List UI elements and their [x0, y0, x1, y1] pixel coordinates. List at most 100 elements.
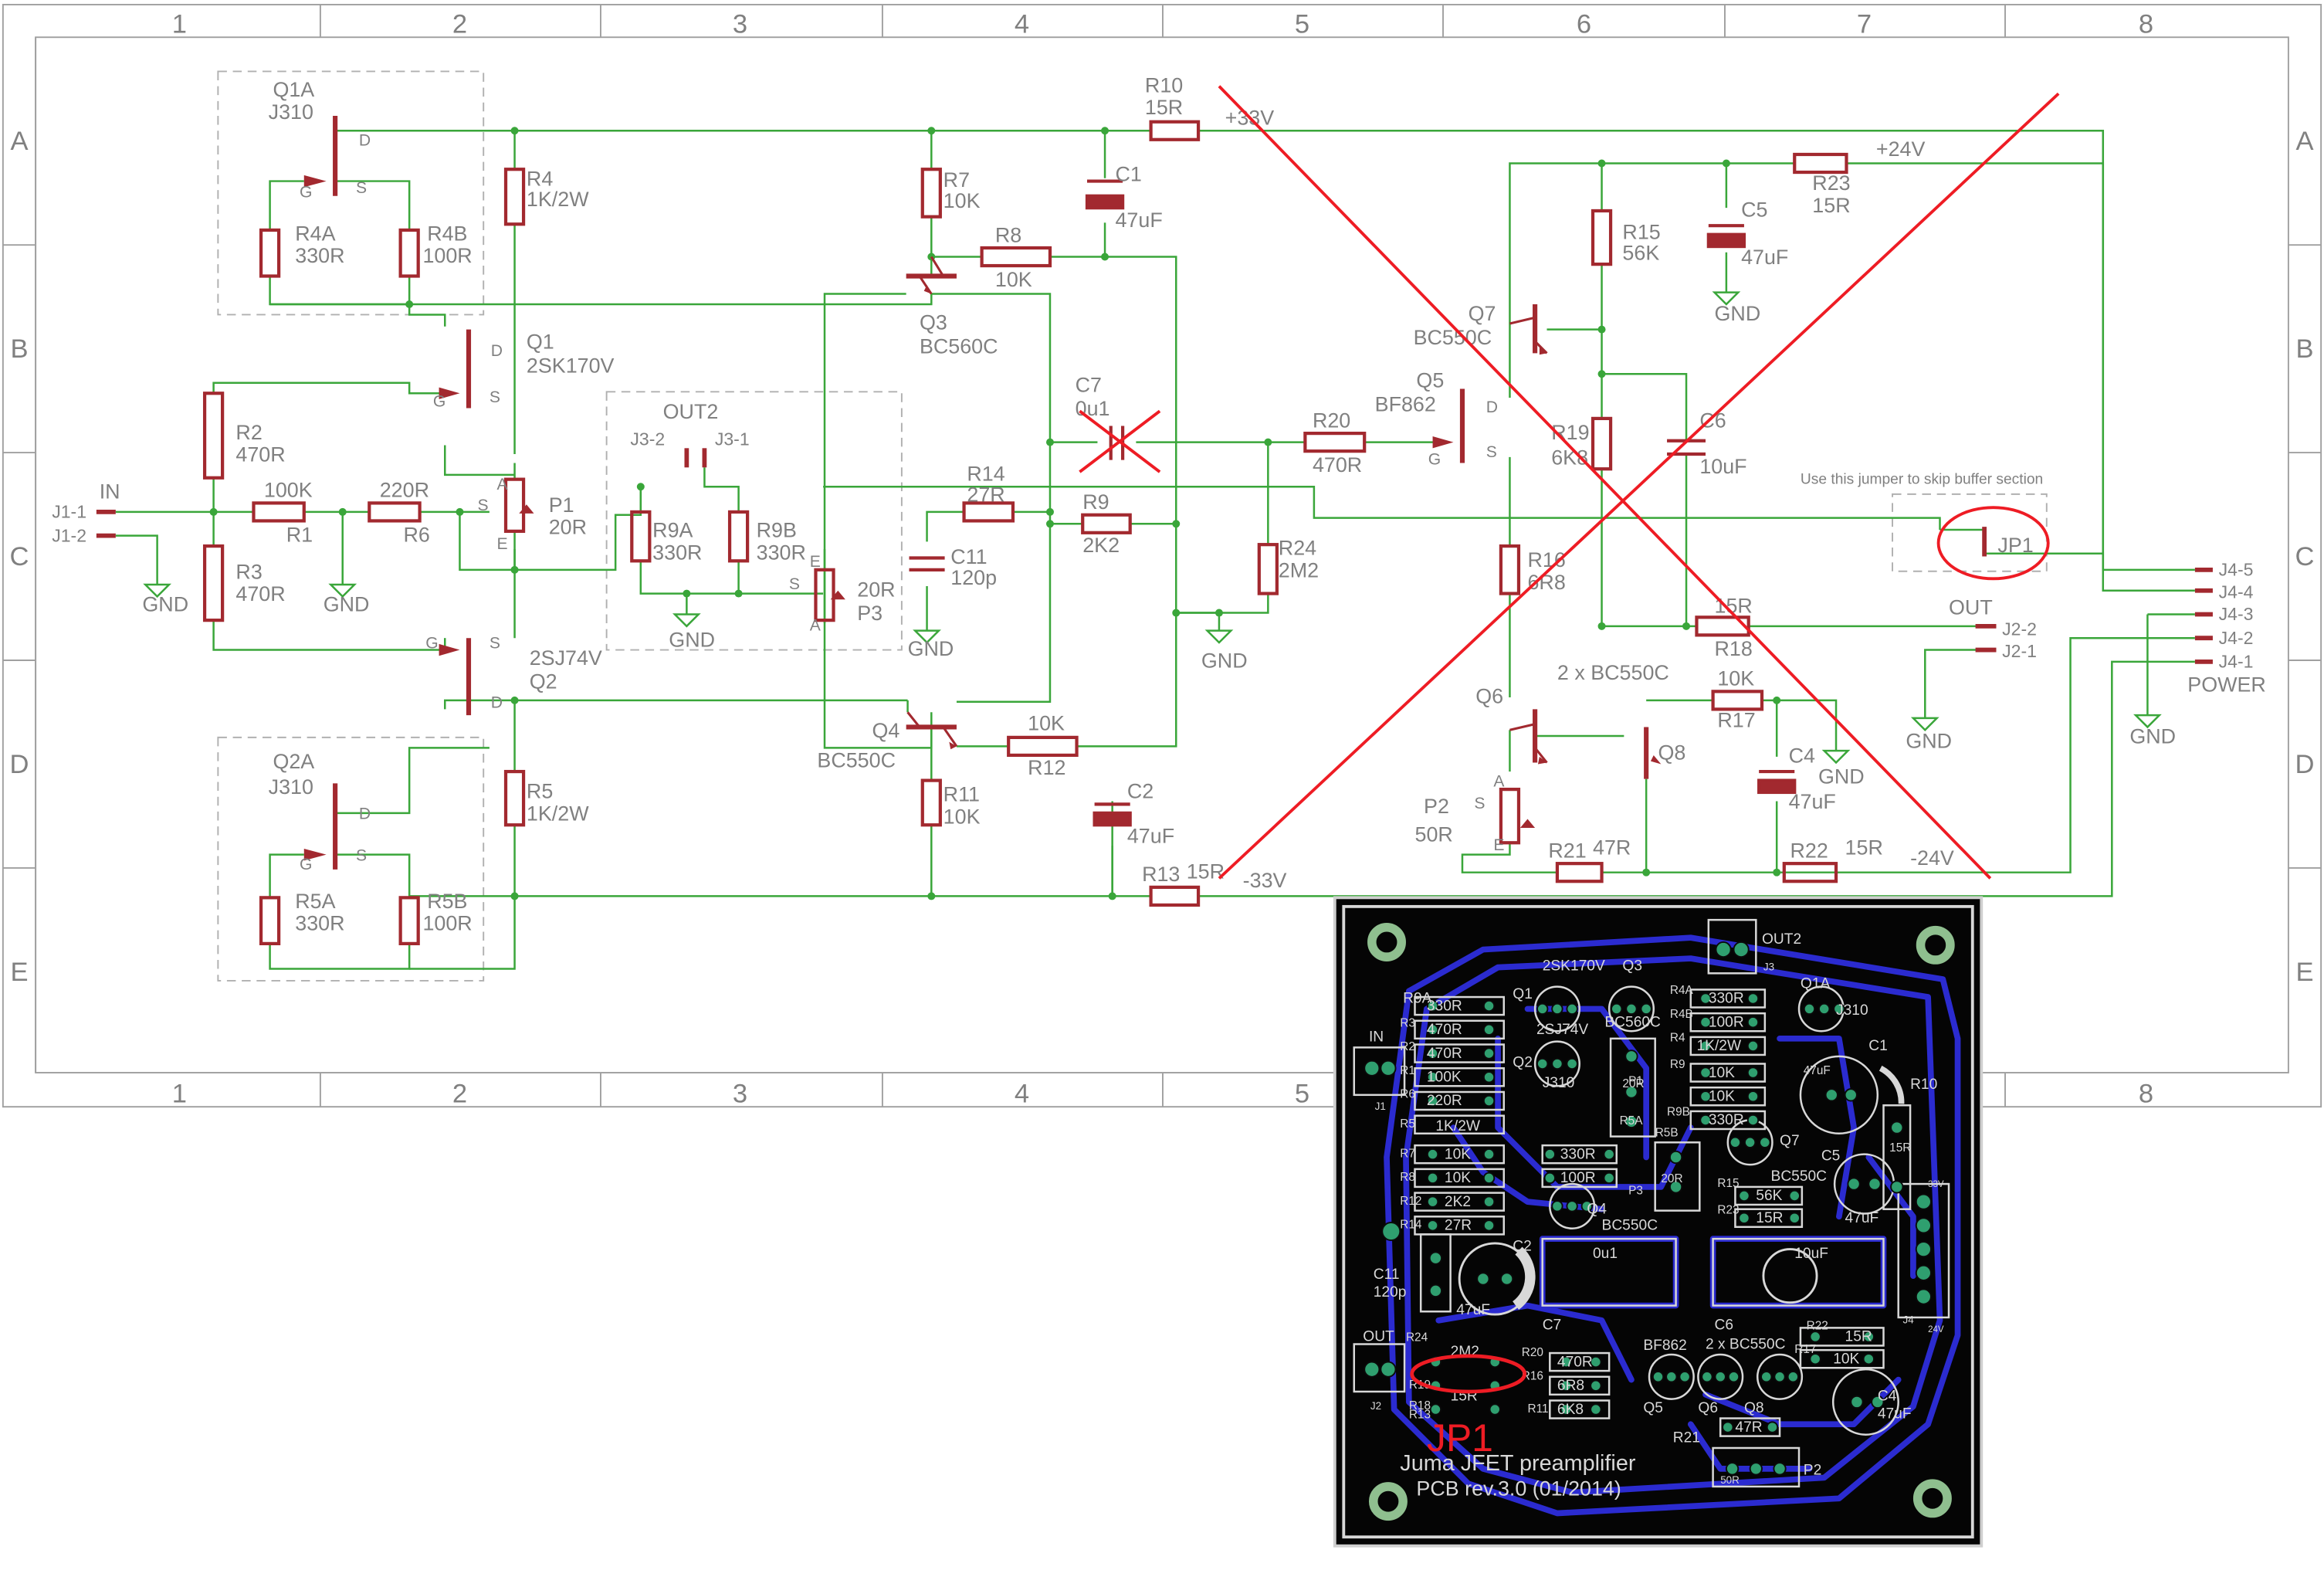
pcb-value-15r-c: 15R	[1845, 1329, 1872, 1345]
gate-arrows	[303, 175, 1662, 861]
ground-symbols	[143, 291, 2162, 765]
label-r21: R21	[1548, 839, 1586, 862]
label-r11-value: 10K	[943, 805, 981, 828]
jp1-circle	[1936, 506, 2050, 581]
label-j4-1: J4-1	[2219, 652, 2254, 672]
col-label-bottom-3: 3	[733, 1079, 747, 1108]
label-j4-2: J4-2	[2219, 628, 2254, 648]
r9-body	[1081, 513, 1132, 534]
pcb-label-r5a: R5A	[1620, 1114, 1644, 1128]
gnd-symbol-out2	[672, 613, 701, 628]
pcb-value-47uf-c: 47uF	[1456, 1302, 1490, 1318]
pin-q1a-d: D	[359, 131, 371, 149]
col-label-top-8: 8	[2139, 9, 2153, 39]
col-label-bottom-1: 1	[172, 1079, 187, 1108]
pcb-label-q1: Q1	[1513, 986, 1533, 1002]
pcb-label-r10: R10	[1910, 1077, 1937, 1093]
label-r17: R17	[1717, 708, 1755, 731]
r14-body	[962, 501, 1015, 523]
pcb-label-j310-a: J310	[1836, 1002, 1868, 1019]
label-r20: R20	[1313, 409, 1350, 432]
pcb-value-33v: 33V	[1928, 1180, 1944, 1189]
label-minus24v: -24V	[1910, 846, 1954, 870]
c7-strike-2	[1079, 409, 1161, 473]
label-r15: R15	[1622, 220, 1660, 243]
pcb-label-r19: R19	[1409, 1378, 1431, 1392]
pcb-inset: OUT2 J3 IN J1 OUT J2 J4 Q1A J310 2SK170V…	[1333, 896, 1984, 1548]
label-gnd-power: GND	[2129, 725, 2176, 748]
label-p3-value: 20R	[857, 578, 895, 601]
col-label-top-3: 3	[733, 9, 747, 39]
pcb-label-j3: J3	[1763, 961, 1774, 972]
label-r15-value: 56K	[1622, 241, 1659, 264]
label-r3-value: 470R	[235, 582, 285, 605]
label-j4-5: J4-5	[2219, 560, 2254, 580]
pcb-label-j2: J2	[1370, 1400, 1381, 1412]
pcb-label-r24: R24	[1406, 1331, 1428, 1345]
pcb-label-r4a: R4A	[1670, 984, 1694, 997]
r5b-body	[398, 896, 420, 946]
r10-body	[1149, 120, 1201, 141]
label-r2: R2	[235, 421, 262, 444]
label-c11-value: 120p	[950, 566, 997, 589]
pin-q5-g: G	[1428, 450, 1441, 468]
pcb-label-c5: C5	[1821, 1148, 1841, 1164]
label-j4-4: J4-4	[2219, 582, 2254, 602]
pcb-label-r18: R18	[1409, 1399, 1431, 1412]
pcb-label-2x-bc550c: 2 x BC550C	[1706, 1336, 1786, 1352]
pcb-label-r17: R17	[1794, 1343, 1816, 1356]
label-r9b: R9B	[757, 519, 797, 542]
r3-body	[202, 544, 225, 622]
label-j1-2: J1-2	[52, 525, 86, 545]
pcb-value-47uf-a: 47uF	[1845, 1210, 1879, 1226]
pcb-label-r3: R3	[1400, 1016, 1415, 1029]
label-r13-value: 15R	[1187, 860, 1225, 883]
label-r24: R24	[1279, 537, 1316, 560]
label-q7-type: BC550C	[1414, 326, 1492, 349]
r13-body	[1149, 885, 1201, 907]
pin-p1-s: S	[478, 497, 489, 514]
pcb-value-47r: 47R	[1735, 1419, 1762, 1436]
pcb-jp1-mark: JP1	[1427, 1416, 1493, 1460]
r11-body	[920, 778, 942, 827]
label-c2-value: 47uF	[1127, 824, 1174, 847]
label-power: POWER	[2187, 673, 2266, 696]
label-c5-value: 47uF	[1741, 246, 1788, 269]
pcb-value-220r: 220R	[1427, 1093, 1462, 1109]
label-q2-type: 2SJ74V	[530, 646, 602, 670]
label-r6: R6	[403, 523, 429, 546]
label-gnd-r1: GND	[324, 593, 370, 616]
label-p3: P3	[857, 602, 883, 625]
pcb-value-120p: 120p	[1374, 1284, 1407, 1300]
pcb-value-20r-a: 20R	[1622, 1077, 1644, 1090]
pcb-label-q3: Q3	[1622, 958, 1642, 974]
label-j3-1: J3-1	[715, 429, 750, 449]
pcb-value-470r-a: 470R	[1427, 1022, 1462, 1038]
r19-body	[1591, 416, 1613, 471]
label-jp1: JP1	[1997, 534, 2033, 557]
pcb-label-r14: R14	[1400, 1219, 1422, 1232]
label-r9: R9	[1082, 490, 1109, 514]
pcb-label-c11: C11	[1374, 1267, 1400, 1283]
pcb-value-47uf-b: 47uF	[1804, 1064, 1831, 1077]
pcb-value-330r-a: 330R	[1427, 998, 1462, 1014]
label-gnd-c4: GND	[1818, 765, 1865, 788]
q2a-block	[217, 736, 485, 982]
row-label-right-b: B	[2295, 334, 2313, 364]
label-q2a: Q2A	[273, 750, 314, 773]
label-r1: R1	[286, 523, 313, 546]
pcb-value-27r: 27R	[1445, 1218, 1472, 1234]
r2-body	[202, 392, 225, 480]
gnd-symbol-c11	[913, 629, 941, 644]
label-j3-2: J3-2	[630, 429, 665, 449]
pcb-title: Juma JFET preamplifier	[1400, 1451, 1636, 1476]
label-r19-value: 6K8	[1551, 446, 1588, 469]
pin-q2-s: S	[490, 635, 500, 653]
gnd-symbol-in	[143, 583, 171, 599]
label-p2-value: 50R	[1415, 822, 1453, 846]
strike-line-1	[1218, 85, 1992, 880]
pin-p2-s: S	[1474, 795, 1485, 812]
pin-q2-d: D	[491, 693, 503, 711]
pcb-label-r23: R23	[1717, 1203, 1739, 1216]
